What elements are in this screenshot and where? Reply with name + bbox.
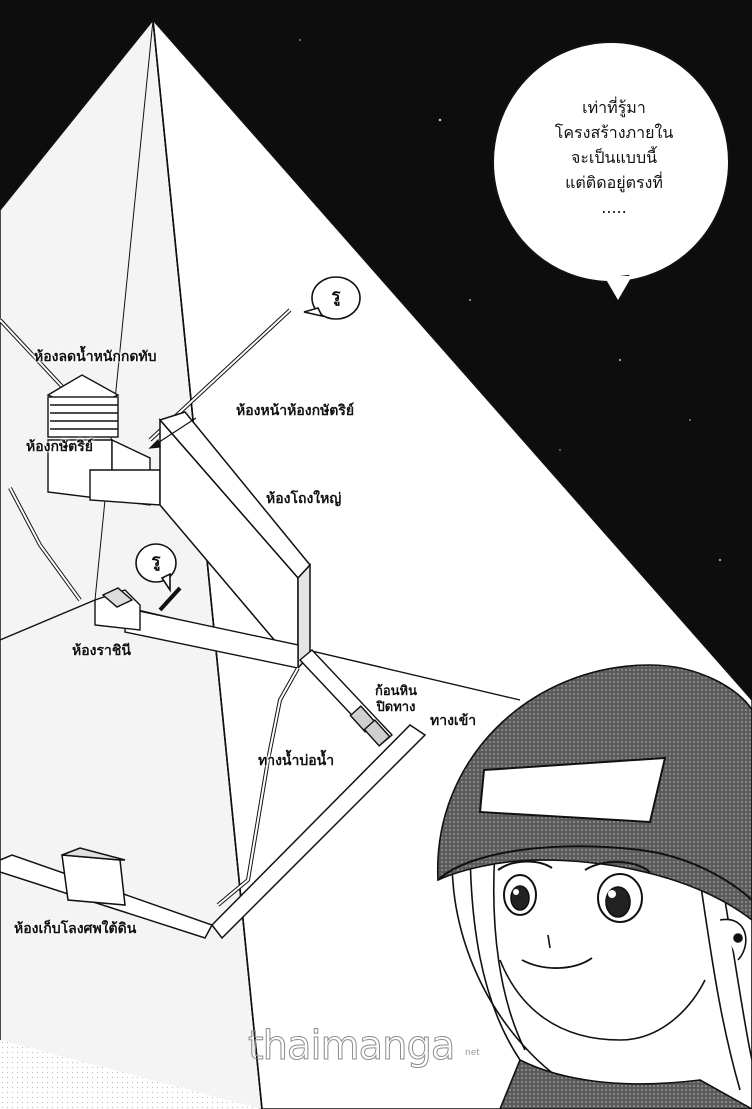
kings-chamber-block — [47, 438, 161, 506]
label-kings-chamber: ห้องกษัตริย์ — [26, 439, 93, 455]
label-blocking-stones: ก้อนหินปิดทาง — [374, 684, 418, 715]
label-entrance: ทางเข้า — [430, 713, 477, 729]
speech-bubble — [492, 41, 730, 304]
edge-line-front — [152, 19, 263, 1109]
speech-line-1: เท่าที่รู้มา — [582, 98, 646, 117]
hole-callout-lower-text: รู — [151, 551, 161, 571]
watermark-logo: thaimanga — [247, 1023, 455, 1069]
descending-passage — [211, 724, 427, 940]
label-pointers — [148, 417, 197, 449]
edge-line-left — [94, 19, 154, 601]
label-queens-chamber: ห้องราชินี — [72, 643, 131, 659]
hole-callout-upper — [303, 276, 361, 320]
speech-line-3: จะเป็นแบบนี้ — [570, 148, 658, 167]
watermark-suffix: net — [465, 1048, 480, 1058]
relieving-chamber-stack — [46, 374, 120, 438]
label-grand-gallery: ห้องโถงใหญ่ — [266, 491, 342, 507]
lower-shaft-south — [158, 586, 182, 612]
speech-line-2: โครงสร้างภายใน — [554, 123, 674, 142]
label-well-shaft: ทางน้ำบ่อน้ำ — [258, 753, 335, 769]
hole-callout-upper-text: รู — [331, 286, 341, 306]
beanie-patch — [478, 756, 667, 824]
label-relieving-chamber: ห้องลดน้ำหนักกดทับ — [34, 349, 157, 365]
speech-bubble-text: เท่าที่รู้มา โครงสร้างภายใน จะเป็นแบบนี้… — [516, 95, 712, 220]
sky-speckles — [299, 39, 721, 561]
subterranean-chamber — [0, 847, 214, 939]
label-antechamber: ห้องหน้าห้องกษัตริย์ — [236, 403, 355, 419]
ground-shade — [0, 1040, 262, 1109]
character — [437, 664, 752, 1109]
speech-line-4: แต่ติดอยู่ตรงที่ — [565, 173, 663, 192]
label-subterranean-chamber: ห้องเก็บโลงศพใต้ดิน — [14, 921, 137, 937]
speech-line-5: ..... — [601, 198, 627, 217]
ascending-passage — [298, 649, 394, 747]
hole-callout-lower — [135, 543, 177, 593]
